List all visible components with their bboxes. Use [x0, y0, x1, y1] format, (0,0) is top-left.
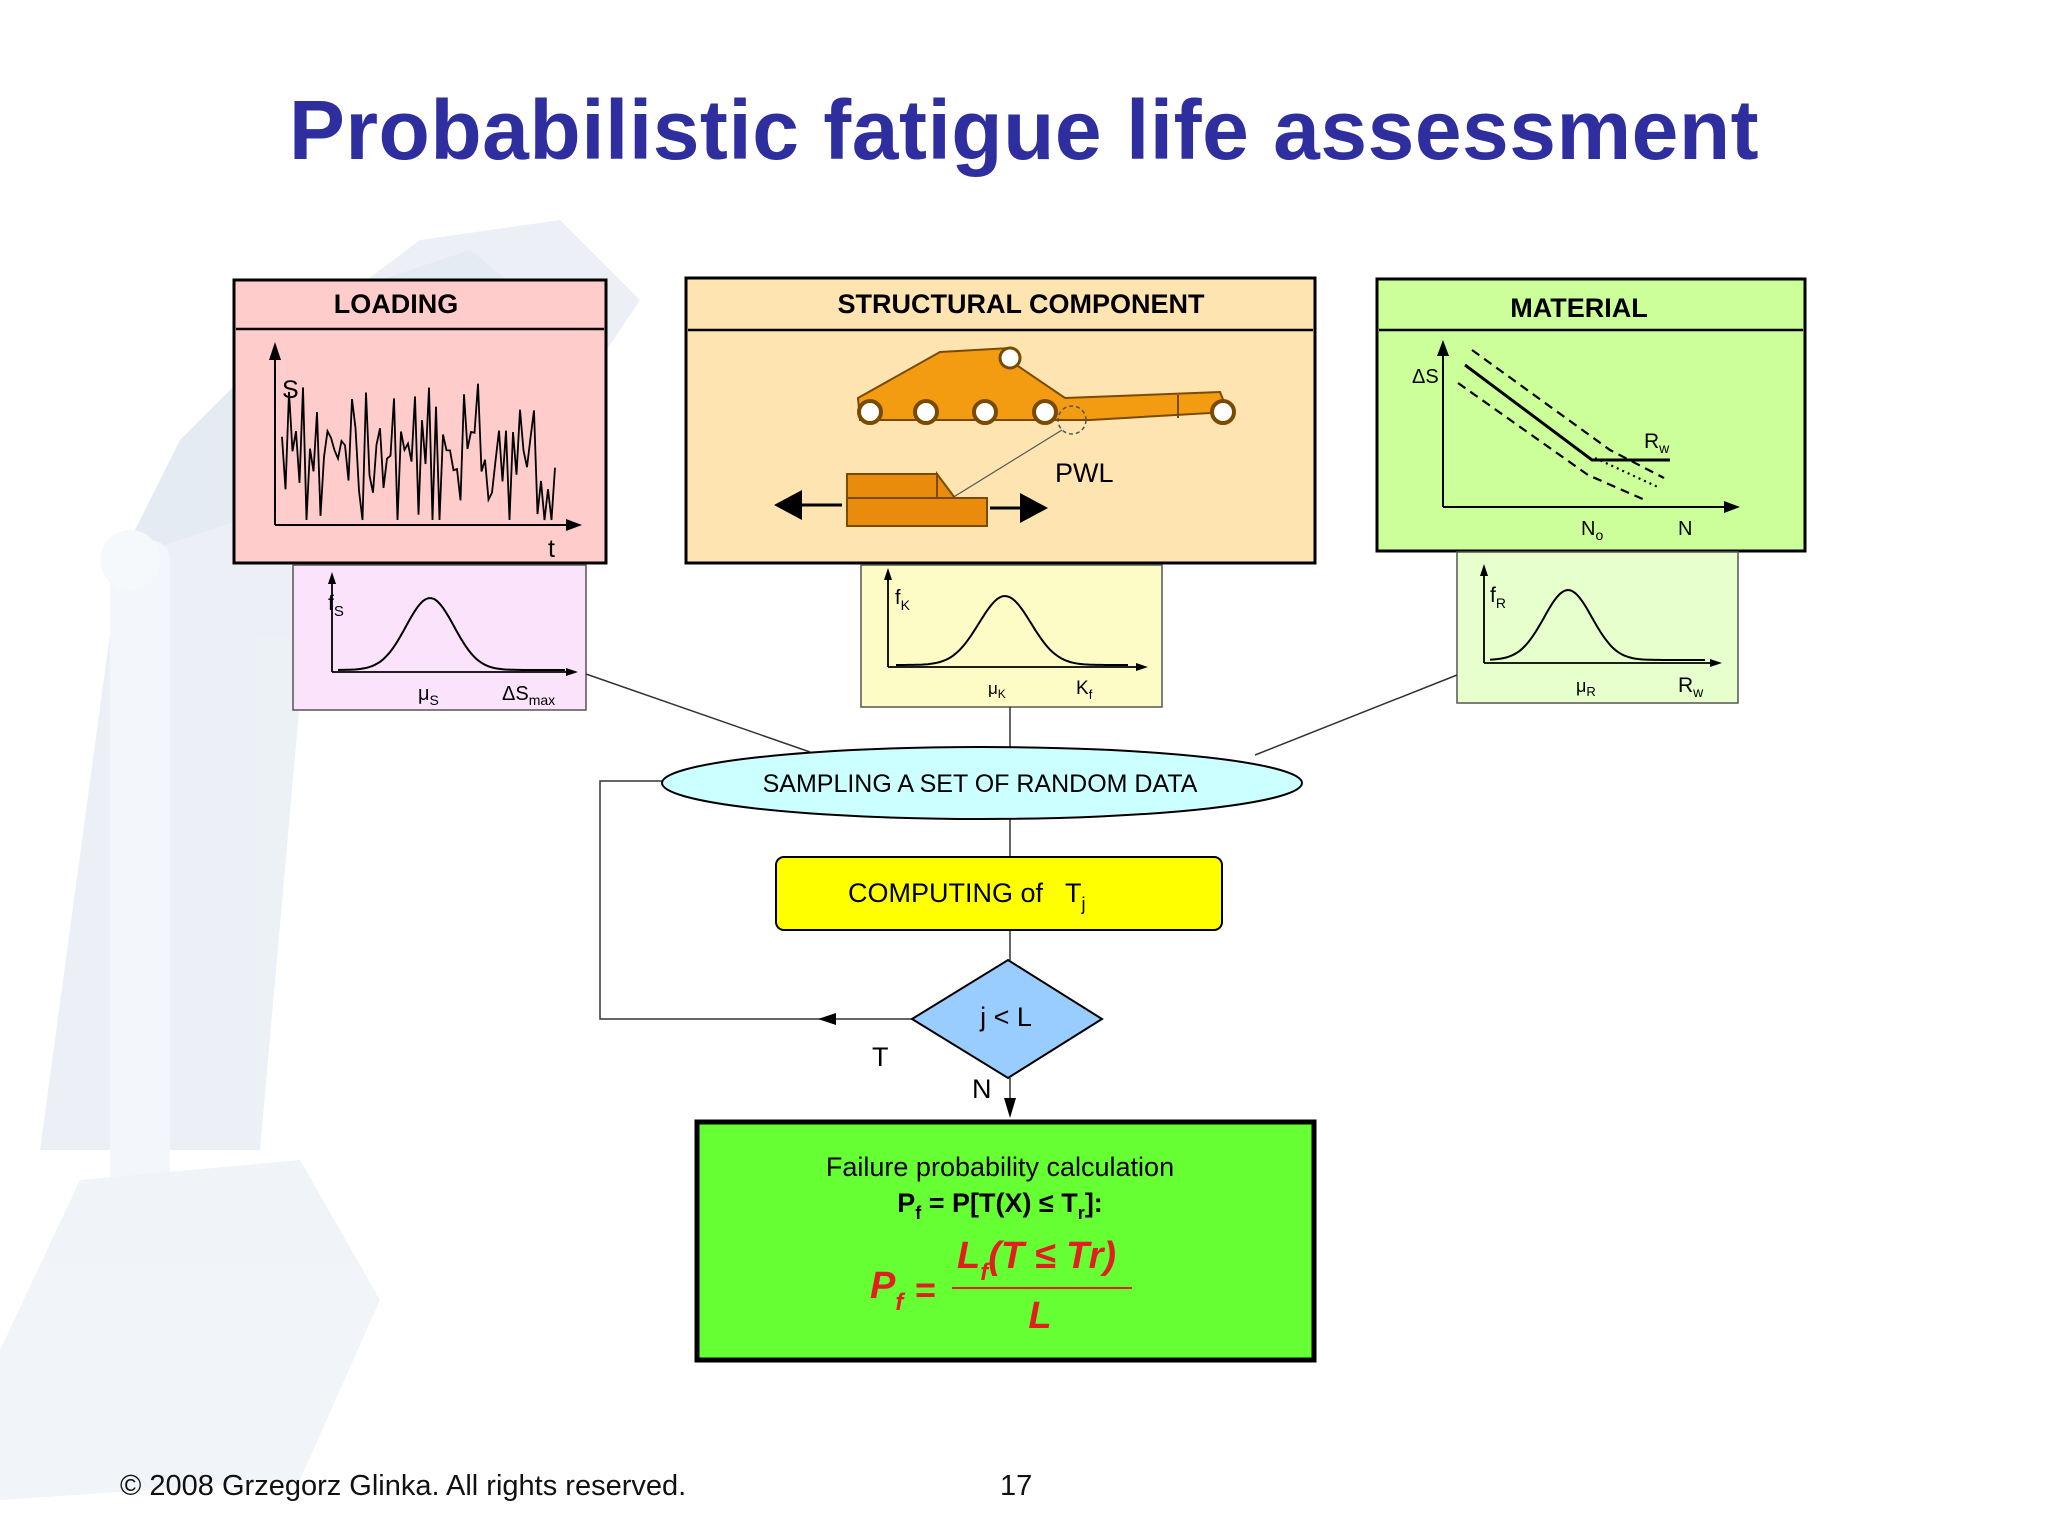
- svg-text:fS: fS: [328, 592, 344, 620]
- svg-text:fK: fK: [895, 587, 911, 613]
- flow-arrow-left-icon: [818, 1013, 836, 1025]
- svg-text:μR: μR: [1576, 676, 1596, 699]
- structural-header: STRUCTURAL COMPONENT: [838, 289, 1205, 319]
- arrow-right-icon: [1020, 493, 1048, 523]
- svg-text:fR: fR: [1490, 584, 1506, 611]
- svg-text:μK: μK: [988, 679, 1006, 701]
- pwl-label: PWL: [1055, 458, 1114, 488]
- y-axis-arrow-icon: [269, 342, 281, 360]
- structural-pdf-curve: [896, 595, 1128, 666]
- svg-text:Rw: Rw: [1678, 674, 1704, 700]
- loading-header: LOADING: [334, 289, 459, 319]
- svg-text:=: =: [915, 1269, 936, 1310]
- sn-lower-bound: [1457, 382, 1646, 502]
- svg-text:L: L: [1028, 1295, 1051, 1337]
- svg-text:ΔSmax: ΔSmax: [502, 683, 555, 708]
- material-panel: MATERIAL ΔS Rw No N: [1375, 277, 1807, 553]
- x-axis-arrow-icon: [566, 519, 582, 531]
- flow-arrow-down-icon: [1004, 1098, 1016, 1118]
- material-pdf-curve: [1489, 588, 1705, 661]
- welded-joint-icon: [774, 471, 1048, 527]
- structural-panel: STRUCTURAL COMPONENT PWL: [684, 276, 1317, 565]
- decision-yes-label: T: [872, 1042, 889, 1072]
- material-x-label: N: [1678, 518, 1692, 540]
- svg-text:No: No: [1581, 518, 1603, 543]
- svg-text:Kf: Kf: [1076, 678, 1093, 702]
- result-formula: Pf = P[T(X) ≤ Tr]:: [897, 1188, 1103, 1223]
- flow-connectors: [585, 673, 1458, 1108]
- crane-boom-icon: [856, 346, 1236, 499]
- sn-mean-curve: [1464, 363, 1670, 462]
- sampling-label: SAMPLING A SET OF RANDOM DATA: [763, 770, 1198, 798]
- decision-node: j < L T N: [872, 958, 1104, 1104]
- structural-distribution-panel: fK μK Kf: [860, 564, 1163, 708]
- loading-distribution-panel: fS μS ΔSmax: [292, 564, 587, 711]
- loading-x-label: t: [548, 535, 555, 563]
- svg-text:Lf(T ≤ Tr): Lf(T ≤ Tr): [957, 1235, 1116, 1286]
- svg-text:Rw: Rw: [1644, 430, 1670, 456]
- slide-title: Probabilistic fatigue life assessment: [288, 83, 1760, 177]
- page-number: 17: [1000, 1470, 1033, 1502]
- loading-time-signal: [281, 383, 556, 521]
- sampling-node: SAMPLING A SET OF RANDOM DATA: [661, 746, 1303, 820]
- result-title: Failure probability calculation: [826, 1152, 1174, 1182]
- computing-node: COMPUTING of Tj: [775, 856, 1223, 931]
- loading-panel: LOADING S t: [232, 278, 608, 565]
- computing-label: COMPUTING of Tj: [848, 878, 1086, 914]
- decision-label: j < L: [979, 1002, 1032, 1032]
- loading-box: [232, 278, 608, 565]
- material-header: MATERIAL: [1510, 293, 1647, 323]
- loading-pdf-curve: [337, 597, 565, 671]
- material-distribution-panel: fR μR Rw: [1456, 551, 1739, 704]
- svg-text:Pf: Pf: [870, 1265, 905, 1316]
- decision-no-label: N: [972, 1074, 992, 1104]
- result-node: Failure probability calculation Pf = P[T…: [694, 1119, 1317, 1363]
- arrow-left-icon: [774, 490, 802, 520]
- copyright-footer: © 2008 Grzegorz Glinka. All rights reser…: [120, 1470, 687, 1502]
- failure-probability-equation: Pf = Lf(T ≤ Tr) L: [870, 1235, 1132, 1337]
- material-y-label: ΔS: [1412, 366, 1439, 388]
- loading-y-label: S: [282, 376, 299, 404]
- sn-upper-bound: [1471, 349, 1665, 479]
- svg-text:μS: μS: [418, 683, 439, 708]
